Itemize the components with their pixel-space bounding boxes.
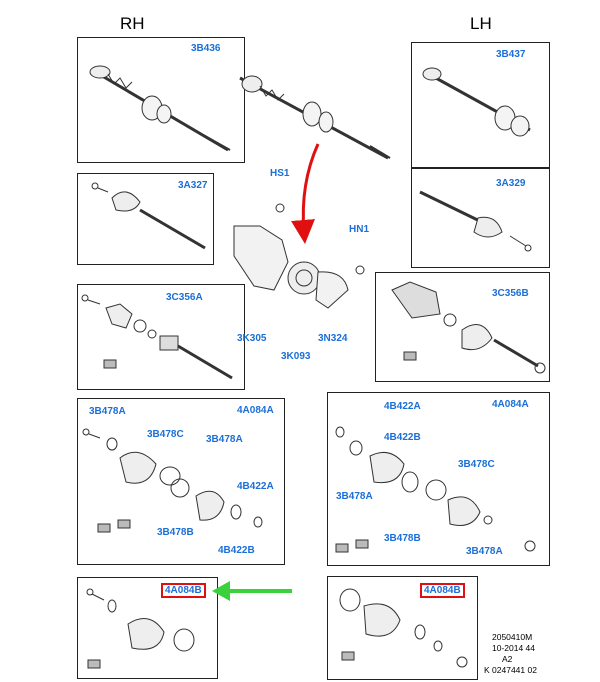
lh-outer-joint-drawing <box>419 190 532 252</box>
lh-boot-kit-drawing <box>335 426 536 553</box>
label-rh-4b422a: 4B422A <box>237 481 274 492</box>
lh-boot-kit-b-drawing <box>339 588 468 668</box>
ref-line-4: K 0247441 02 <box>484 665 537 675</box>
label-hn1: HN1 <box>349 224 370 235</box>
label-3n324: 3N324 <box>318 333 348 344</box>
center-driveshaft-drawing <box>239 75 391 160</box>
panel-rh-inner-joint <box>77 284 245 390</box>
label-3a329: 3A329 <box>496 178 526 189</box>
label-lh-3b478a-2: 3B478A <box>466 546 503 557</box>
label-lh-4a084b: 4A084B <box>420 583 465 598</box>
label-3k305: 3K305 <box>237 333 267 344</box>
label-3c356b: 3C356B <box>492 288 529 299</box>
green-arrow <box>212 581 292 601</box>
panel-lh-boot-kit-b <box>327 576 478 680</box>
label-hs1: HS1 <box>270 168 290 179</box>
label-rh-3b478a-2: 3B478A <box>206 434 243 445</box>
red-arrow <box>291 143 320 244</box>
label-3k093: 3K093 <box>281 351 311 362</box>
ref-line-2: 10-2014 44 <box>492 643 536 653</box>
label-3c356a: 3C356A <box>166 292 203 303</box>
lh-inner-joint-drawing <box>391 281 546 374</box>
rh-boot-kit-drawing <box>82 428 263 533</box>
label-3b437: 3B437 <box>496 49 526 60</box>
rh-inner-joint-drawing <box>81 294 233 380</box>
label-lh-4b422b: 4B422B <box>384 432 421 443</box>
label-lh-3b478b: 3B478B <box>384 533 421 544</box>
label-rh-4a084a: 4A084A <box>237 405 274 416</box>
label-rh-4a084b: 4A084B <box>161 583 206 598</box>
bearing-bracket-drawing <box>233 203 365 309</box>
drawing-reference: 2050410M 10-2014 44 A2 K 0247441 02 <box>484 632 537 676</box>
rh-driveshaft-drawing <box>89 65 231 152</box>
label-rh-3b478c: 3B478C <box>147 429 184 440</box>
rh-boot-kit-b-drawing <box>86 588 195 669</box>
rh-outer-joint-drawing <box>91 182 206 250</box>
panel-lh-boot-kit <box>327 392 550 566</box>
label-lh-4b422a: 4B422A <box>384 401 421 412</box>
label-lh-3b478c: 3B478C <box>458 459 495 470</box>
panel-lh-driveshaft <box>411 42 550 168</box>
ref-line-3: A2 <box>502 654 513 664</box>
lh-driveshaft-drawing <box>422 67 531 137</box>
label-rh-4b422b: 4B422B <box>218 545 255 556</box>
label-lh-3b478a: 3B478A <box>336 491 373 502</box>
rh-header: RH <box>120 14 145 33</box>
label-3b436: 3B436 <box>191 43 221 54</box>
label-rh-3b478b: 3B478B <box>157 527 194 538</box>
lh-header: LH <box>470 14 492 33</box>
label-lh-4a084a: 4A084A <box>492 399 529 410</box>
panel-rh-boot-kit <box>77 398 285 565</box>
label-3a327: 3A327 <box>178 180 208 191</box>
ref-line-1: 2050410M <box>492 632 533 642</box>
label-rh-3b478a-1: 3B478A <box>89 406 126 417</box>
